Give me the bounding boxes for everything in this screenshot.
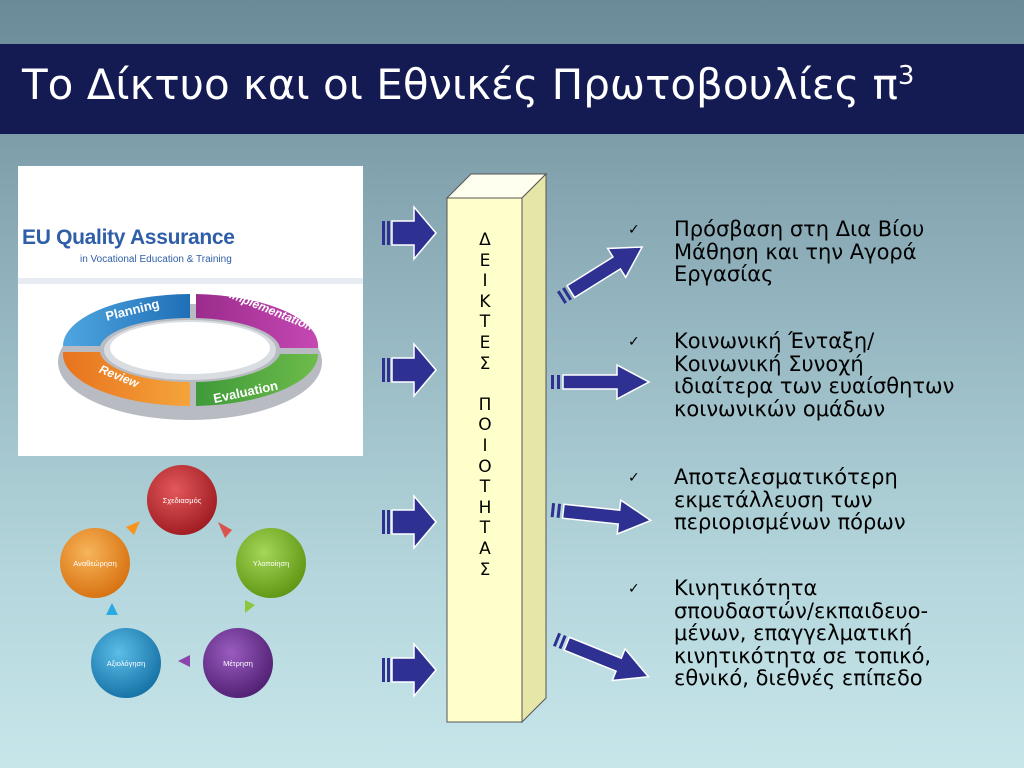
check-icon: ✓	[628, 334, 640, 350]
eu-quality-image: EU Quality Assurance in Vocational Educa…	[18, 166, 363, 456]
output-arrow-2	[551, 363, 651, 401]
bullet-text-mobility: Κινητικότητα σπουδαστών/εκπαιδευο- μένων…	[674, 576, 932, 690]
input-arrow-4	[382, 641, 437, 699]
input-arrow-3	[382, 493, 437, 551]
check-icon: ✓	[628, 470, 640, 486]
ring-segment-planning	[63, 294, 190, 346]
eu-quality-title: EU Quality Assurance	[22, 226, 235, 249]
node-evaluation	[91, 628, 161, 698]
output-arrow-1	[556, 246, 644, 304]
cycle-arrow-2	[245, 600, 255, 613]
node-label-planning: Σχεδιασμός	[163, 496, 202, 505]
cycle-arrow-3	[178, 655, 190, 667]
cycle-arrow-1	[218, 522, 232, 538]
bullet-text-access: Πρόσβαση στη Δια Βίου Μάθηση και την Αγο…	[674, 217, 925, 286]
input-arrow-2	[382, 341, 437, 399]
cycle-arrow-5	[126, 521, 140, 535]
indicators-pillar	[445, 172, 548, 724]
eu-divider	[18, 278, 363, 284]
check-icon: ✓	[628, 581, 640, 597]
eu-quality-subtitle: in Vocational Education & Training	[80, 254, 232, 265]
node-label-implementation: Υλοποίηση	[253, 559, 290, 568]
quality-cycle-ring: Planning Implementation Evaluation Revie…	[58, 287, 322, 420]
title-superscript: 3	[897, 61, 915, 91]
node-label-measurement: Μέτρηση	[223, 659, 253, 668]
ring-segment-implementation	[196, 294, 319, 348]
output-arrow-4	[552, 632, 650, 682]
pillar-side	[521, 172, 547, 724]
greek-cycle-diagram: Σχεδιασμός Υλοποίηση Μέτρηση Αξιολόγηση …	[60, 465, 306, 698]
ring-segment-review	[62, 352, 191, 406]
node-implementation	[236, 528, 306, 598]
pillar-label: Δ Ε Ι Κ Τ Ε Σ Π Ο Ι Ο Τ Η Τ Α Σ	[478, 230, 492, 580]
output-arrow-3	[550, 498, 653, 536]
bullet-text-inclusion: Κοινωνική Ένταξη/ Κοινωνική Συνοχή ιδιαί…	[674, 329, 955, 421]
node-planning	[147, 465, 217, 535]
check-icon: ✓	[628, 222, 640, 238]
slide-title: Το Δίκτυο και οι Εθνικές Πρωτοβουλίες π3	[22, 60, 915, 109]
node-review	[60, 528, 130, 598]
input-arrow-1	[382, 204, 437, 262]
cycle-arrow-4	[106, 603, 118, 615]
bullet-text-resources: Αποτελεσματικότερη εκμετάλλευση των περι…	[674, 465, 906, 534]
node-measurement	[203, 628, 273, 698]
node-label-review: Αναθεώρηση	[73, 559, 117, 568]
ring-segment-evaluation	[196, 354, 319, 406]
title-bar: Το Δίκτυο και οι Εθνικές Πρωτοβουλίες π3	[0, 44, 1024, 134]
pillar-front	[446, 197, 523, 723]
node-label-evaluation: Αξιολόγηση	[107, 659, 146, 668]
